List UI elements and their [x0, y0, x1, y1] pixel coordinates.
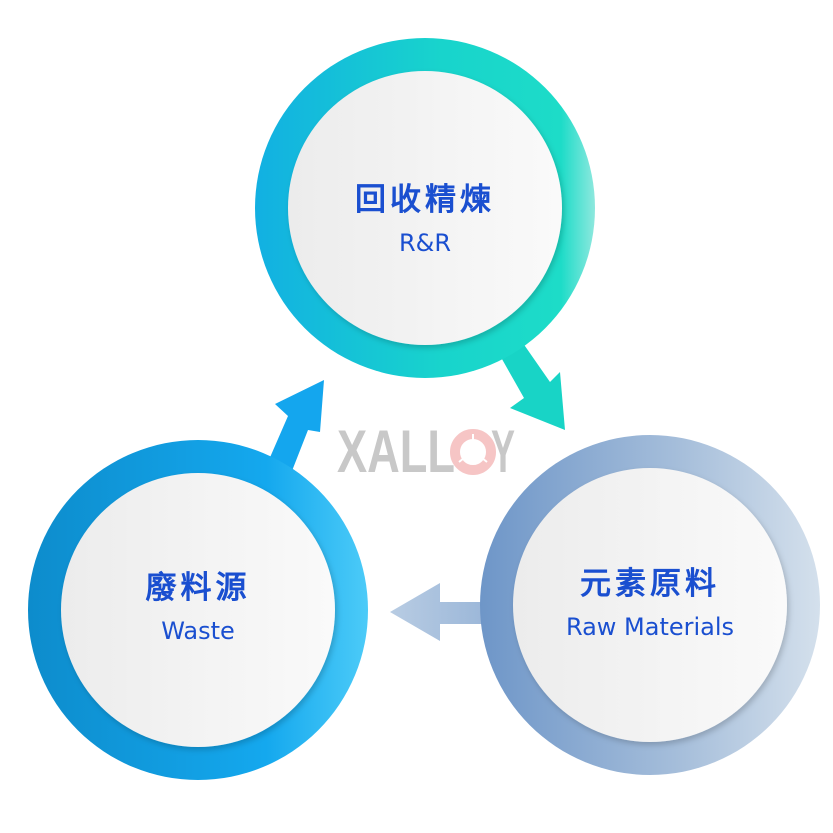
node-rr-disc [288, 71, 562, 345]
node-raw-title: 元素原料 [580, 566, 720, 602]
recycle-emblem-icon [450, 429, 496, 475]
arrow-raw-to-waste [390, 583, 490, 641]
node-rr [255, 38, 595, 378]
node-rr-title: 回收精煉 [355, 182, 495, 218]
arrow-waste-to-rr [268, 380, 324, 476]
logo-text-suffix: Y [491, 418, 515, 478]
node-raw-subtitle: Raw Materials [565, 613, 735, 641]
node-rr-subtitle: R&R [398, 229, 452, 257]
node-raw-disc [513, 468, 787, 742]
xalloy-logo: XALL Y [337, 418, 515, 478]
node-waste-subtitle: Waste [161, 617, 235, 645]
node-waste [28, 440, 368, 780]
logo-text-prefix: XALL [337, 418, 455, 478]
node-raw [480, 435, 820, 775]
node-waste-label: 廢料源 Waste [63, 568, 333, 648]
node-rr-label: 回收精煉 R&R [290, 180, 560, 260]
node-waste-disc [61, 473, 335, 747]
node-raw-label: 元素原料 Raw Materials [515, 564, 785, 644]
node-waste-title: 廢料源 [145, 570, 251, 606]
arrow-rr-to-raw [498, 336, 565, 430]
